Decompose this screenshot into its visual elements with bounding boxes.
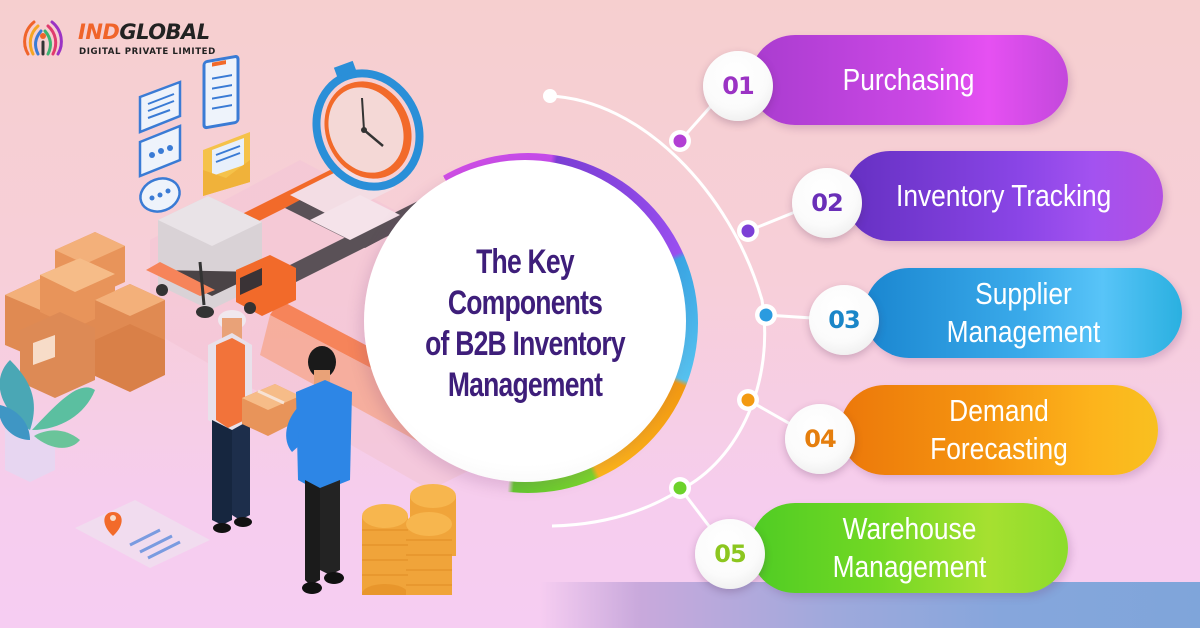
- hub-circle: The Key Components of B2B Inventory Mana…: [364, 160, 686, 482]
- delivery-truck-graphic: [146, 196, 296, 318]
- potted-plant-graphic: [0, 360, 95, 482]
- component-pill: Purchasing: [750, 35, 1068, 125]
- brand-name: INDGLOBAL: [78, 20, 210, 44]
- envelope-graphic: [203, 132, 250, 196]
- package-graphic: [242, 384, 300, 436]
- connector-dot-01: [669, 130, 691, 152]
- component-number-badge: 01: [703, 51, 773, 121]
- brand-logo: INDGLOBAL DIGITAL PRIVATE LIMITED: [20, 16, 240, 66]
- component-number: 01: [722, 72, 754, 100]
- component-item-purchasing: Purchasing 01: [700, 35, 1070, 127]
- component-number: 04: [804, 425, 836, 453]
- hub-title-line: Components: [447, 284, 603, 322]
- component-label: Purchasing: [831, 61, 986, 99]
- component-label-line: Forecasting: [930, 431, 1068, 466]
- component-label-line: Supplier: [974, 276, 1072, 311]
- component-number-badge: 05: [695, 519, 765, 589]
- arc-start-dot: [543, 89, 557, 103]
- map-pin-document-graphic: [75, 500, 210, 568]
- logo-mark-icon: [23, 20, 63, 56]
- brand-name-rest: GLOBAL: [119, 20, 210, 44]
- component-item-warehouse-management: Warehouse Management 05: [695, 503, 1070, 595]
- component-number-badge: 03: [809, 285, 879, 355]
- component-label: Supplier Management: [933, 275, 1114, 351]
- connector-dot-02: [737, 220, 759, 242]
- component-pill: Supplier Management: [864, 268, 1182, 358]
- component-label-line: Purchasing: [843, 62, 975, 97]
- chat-bubbles-graphic: [138, 80, 182, 213]
- component-pill: Inventory Tracking: [845, 151, 1163, 241]
- component-item-inventory-tracking: Inventory Tracking 02: [790, 151, 1165, 243]
- component-label-line: Demand: [949, 393, 1049, 428]
- hub-title: The Key Components of B2B Inventory Mana…: [399, 242, 650, 406]
- coin-stacks-graphic: [362, 484, 456, 595]
- hub-title-line: of B2B Inventory: [425, 325, 625, 363]
- component-item-supplier-management: Supplier Management 03: [808, 268, 1183, 360]
- cardboard-boxes-graphic: [5, 232, 165, 398]
- component-label-line: Management: [946, 314, 1100, 349]
- component-label: Inventory Tracking: [877, 177, 1130, 215]
- brand-tagline: DIGITAL PRIVATE LIMITED: [79, 47, 216, 57]
- component-label: Warehouse Management: [819, 510, 1000, 586]
- component-pill: Demand Forecasting: [840, 385, 1158, 475]
- hub-title-line: The Key: [476, 243, 574, 281]
- component-number: 03: [828, 306, 860, 334]
- connector-dot-05: [669, 477, 691, 499]
- component-number-badge: 04: [785, 404, 855, 474]
- component-item-demand-forecasting: Demand Forecasting 04: [785, 385, 1160, 477]
- checklist-document-graphic: [202, 55, 240, 130]
- component-label-line: Warehouse: [842, 511, 976, 546]
- warehouse-worker-graphic: [208, 310, 252, 533]
- component-label-line: Inventory Tracking: [896, 178, 1112, 213]
- component-number: 02: [811, 189, 843, 217]
- connector-dot-04: [737, 389, 759, 411]
- hub-title-line: Management: [447, 366, 603, 404]
- component-label: Demand Forecasting: [918, 392, 1080, 468]
- brand-name-accent: IND: [78, 20, 120, 44]
- businessman-graphic: [286, 346, 352, 594]
- component-pill: Warehouse Management: [750, 503, 1068, 593]
- component-number-badge: 02: [792, 168, 862, 238]
- connector-dot-03: [755, 304, 777, 326]
- stopwatch-graphic: [312, 60, 424, 191]
- component-number: 05: [714, 540, 746, 568]
- component-label-line: Management: [832, 549, 986, 584]
